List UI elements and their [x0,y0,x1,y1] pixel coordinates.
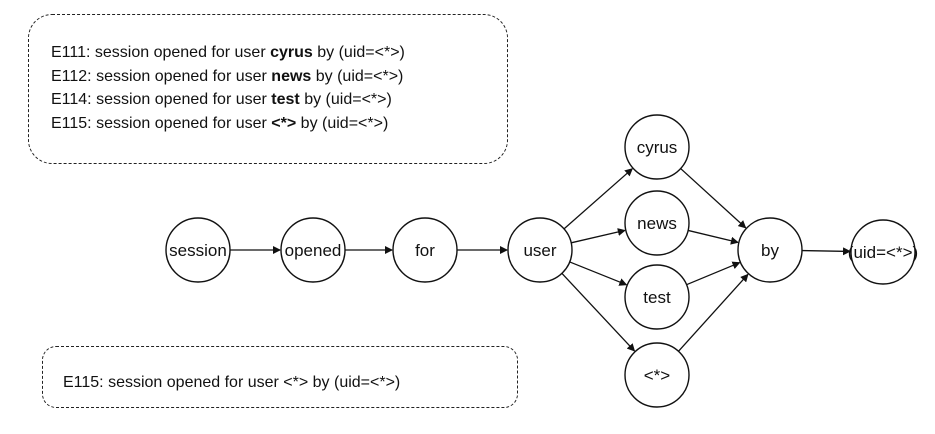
node-label: opened [285,241,342,260]
merged-template-line: E115: session opened for user <*> by (ui… [63,374,401,391]
node-test: test [624,264,690,330]
node-circle [165,217,231,283]
node-circle [624,190,690,256]
node-opened: opened [280,217,346,283]
node-label: news [637,214,677,233]
node-cyrus: cyrus [624,114,690,180]
node-circle [850,219,916,285]
variable-token: <*> [271,114,297,132]
node-circle [507,217,573,283]
template-line-e111: E111: session opened for user cyrus by (… [51,44,405,61]
node-session: session [165,217,231,283]
node-circle [737,217,803,283]
node-by: by [737,217,803,283]
edge-user-wild [561,272,636,352]
edge-user-test [569,261,628,286]
merged-template-box: E115: session opened for user <*> by (ui… [42,346,518,408]
node-wild: <*> [624,342,690,408]
edge-user-news [571,228,626,244]
edge-news-by [687,229,739,245]
edge-cyrus-by [680,168,747,229]
node-circle [624,342,690,408]
node-circle [624,264,690,330]
node-user: user [507,217,573,283]
node-label: cyrus [637,138,678,157]
node-for: for [392,217,458,283]
variable-token: test [271,91,300,108]
node-news: news [624,190,690,256]
edge-wild-by [677,273,749,352]
edge-test-by [686,261,741,286]
node-circle [280,217,346,283]
templates-box: E111: session opened for user cyrus by (… [28,14,508,164]
edge-by-uid [801,247,852,256]
template-line-e114: E114: session opened for user test by (u… [51,91,392,108]
node-label: (uid=<*>) [848,243,918,262]
node-label: test [643,288,671,307]
variable-token: cyrus [270,44,313,61]
node-uid: (uid=<*>) [848,219,918,285]
template-line-e115: E115: session opened for user <*> by (ui… [51,114,389,132]
template-line-e112: E112: session opened for user news by (u… [51,67,404,85]
node-label: for [415,241,435,260]
node-label: user [523,241,556,260]
node-label: session [169,241,227,260]
node-circle [624,114,690,180]
node-circle [392,217,458,283]
edge-user-cyrus [563,168,633,230]
node-label: <*> [644,366,671,385]
variable-token: news [271,67,312,85]
node-label: by [761,241,779,260]
